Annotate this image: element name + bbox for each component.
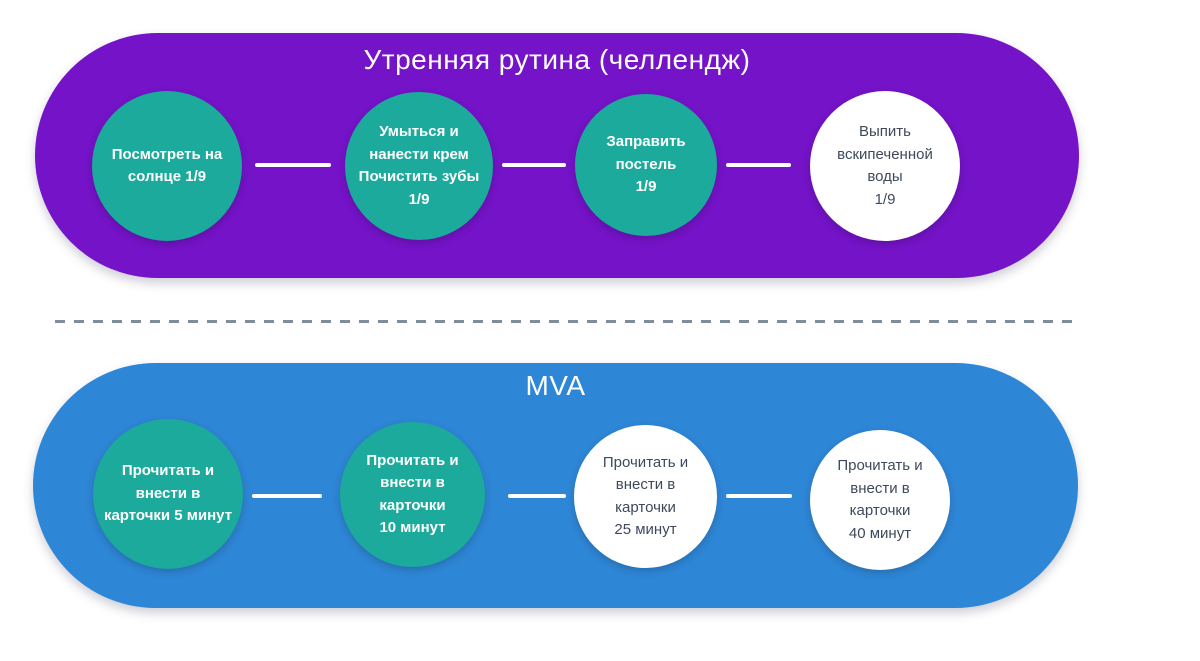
dashed-divider [55, 320, 1072, 323]
task-node-label: Прочитать и внести в карточки 5 минут [103, 462, 233, 525]
task-node-label: Заправить постель 1/9 [606, 133, 686, 196]
task-node-label: Умыться и нанести крем Почистить зубы 1/… [358, 123, 480, 208]
task-node-make-bed[interactable]: Заправить постель 1/9 [575, 94, 717, 236]
task-node-label: Выпить вскипеченной воды 1/9 [837, 123, 933, 208]
connector-line [726, 494, 792, 498]
task-node-label: Прочитать и внести в карточки 25 минут [602, 453, 689, 539]
connector-line [255, 163, 331, 167]
group-morning-title: Утренняя рутина (челлендж) [363, 44, 751, 75]
task-node-cards-10-min[interactable]: Прочитать и внести в карточки 10 минут [340, 422, 485, 567]
connector-line [502, 163, 566, 167]
connector-line [726, 163, 791, 167]
task-node-look-at-sun[interactable]: Посмотреть на солнце 1/9 [92, 91, 242, 241]
connector-line [508, 494, 566, 498]
group-mva[interactable]: MVA Прочитать и внести в карточки 5 мину… [33, 363, 1078, 608]
task-node-drink-water[interactable]: Выпить вскипеченной воды 1/9 [810, 91, 960, 241]
task-node-cards-5-min[interactable]: Прочитать и внести в карточки 5 минут [93, 419, 243, 569]
group-mva-title: MVA [525, 370, 586, 401]
group-morning-routine[interactable]: Утренняя рутина (челлендж) Посмотреть на… [35, 33, 1079, 278]
task-node-label: Прочитать и внести в карточки 10 минут [366, 451, 459, 537]
task-node-wash-cream-teeth[interactable]: Умыться и нанести крем Почистить зубы 1/… [345, 92, 493, 240]
task-node-label: Прочитать и внести в карточки 40 минут [837, 457, 923, 542]
task-node-cards-25-min[interactable]: Прочитать и внести в карточки 25 минут [574, 425, 717, 568]
task-node-label: Посмотреть на солнце 1/9 [111, 145, 223, 186]
task-node-cards-40-min[interactable]: Прочитать и внести в карточки 40 минут [810, 430, 950, 570]
connector-line [252, 494, 322, 498]
